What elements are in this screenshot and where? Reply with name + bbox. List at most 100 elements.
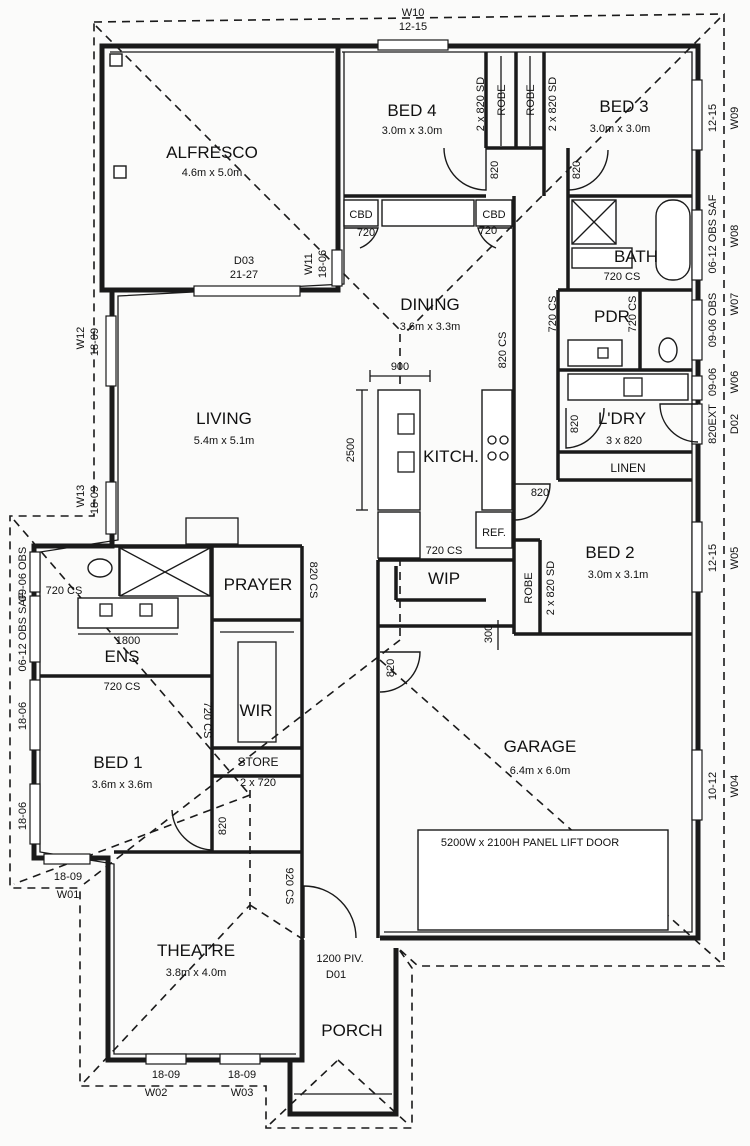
- label-w05: W05: [729, 547, 741, 570]
- room-dining-name: DINING: [400, 295, 460, 314]
- label-w12-size: 18-09: [89, 328, 101, 356]
- dim-300: 300: [483, 625, 495, 643]
- window-ens-2: [29, 595, 41, 663]
- label-w01: W01: [57, 889, 80, 901]
- label-w09: W09: [729, 107, 741, 130]
- window-w01: [43, 853, 91, 865]
- room-living-name: LIVING: [196, 409, 252, 428]
- door-pdr-2: 720 CS: [627, 296, 639, 333]
- robe-door-bed2: 2 x 820 SD: [545, 561, 557, 615]
- door-wip: 720 CS: [426, 545, 463, 557]
- label-w03-size: 18-09: [228, 1069, 256, 1081]
- label-w01-size: 18-09: [54, 871, 82, 883]
- label-w11: W11: [303, 253, 315, 275]
- door-wir: 720 CS: [201, 702, 213, 739]
- robe-label-bed3: ROBE: [525, 84, 537, 115]
- dim-2500: 2500: [345, 438, 357, 462]
- room-wir-name: WIR: [239, 701, 272, 720]
- room-kitchen-name: KITCH.: [423, 447, 479, 466]
- label-ens-window-2: 06-12 OBS SAF: [17, 592, 29, 671]
- door-theatre: 920 CS: [283, 868, 295, 905]
- label-w04: W04: [729, 775, 741, 798]
- window-ens-1: [29, 551, 41, 593]
- room-wip-name: WIP: [428, 569, 460, 588]
- robe-label-bed4: ROBE: [496, 84, 508, 115]
- room-bed4-name: BED 4: [387, 101, 436, 120]
- fixtures: [77, 53, 691, 1117]
- label-w13-size: 18-09: [89, 486, 101, 514]
- label-w08: W08: [729, 225, 741, 248]
- room-living-size: 5.4m x 5.1m: [194, 435, 255, 447]
- label-d03: D03: [234, 255, 254, 267]
- label-w03: W03: [231, 1087, 254, 1099]
- door-prayer: 820 CS: [307, 562, 319, 599]
- label-d01-size: 1200 PIV.: [316, 953, 363, 965]
- window-w07: [691, 299, 703, 361]
- cbd-door-bed4: 720: [357, 227, 375, 239]
- window-w12: [105, 315, 117, 387]
- door-swings: [171, 147, 699, 939]
- label-w06: W06: [729, 371, 741, 394]
- window-w02: [145, 1053, 187, 1065]
- label-w06-size: 09-06: [707, 368, 719, 396]
- window-w06: [691, 375, 703, 401]
- room-dining-size: 3.6m x 3.3m: [400, 321, 461, 333]
- door-pdr: 720 CS: [547, 296, 559, 333]
- door-bed3: 820: [571, 161, 583, 179]
- door-ens-shower: 720 CS: [46, 585, 83, 597]
- fixture-labels: CBD CBD REF. 5200W x 2100H PANEL LIFT DO…: [349, 84, 619, 849]
- dimension-lines: [78, 370, 499, 650]
- window-w10: [377, 39, 449, 51]
- robe-door-bed4: 2 x 820 SD: [475, 77, 487, 131]
- room-laundry-name: L'DRY: [598, 409, 646, 428]
- door-laundry: 820: [569, 415, 581, 433]
- label-d02-size: 820EXT: [707, 404, 719, 444]
- cbd-door-bed3: 720: [479, 225, 497, 237]
- kitchen-island: [377, 389, 421, 511]
- window-w13: [105, 481, 117, 535]
- room-porch-name: PORCH: [321, 1021, 382, 1040]
- ens-vanity: [77, 597, 179, 629]
- room-bath-name: BATH: [614, 247, 658, 266]
- label-d01: D01: [326, 969, 346, 981]
- kitchen-bench: [481, 389, 513, 511]
- room-bed4-size: 3.0m x 3.0m: [382, 125, 443, 137]
- room-bed3-name: BED 3: [599, 97, 648, 116]
- door-garage: 820: [385, 659, 397, 677]
- door-bed2: 820: [531, 487, 549, 499]
- pdr-toilet: [658, 337, 678, 363]
- label-d03-size: 21-27: [230, 269, 258, 281]
- fridge-space: [475, 511, 513, 549]
- room-bed2-size: 3.0m x 3.1m: [588, 569, 649, 581]
- door-ens: 720 CS: [104, 681, 141, 693]
- annotations: 2 x 820 SD 2 x 820 SD 2 x 820 SD 820 820…: [46, 77, 641, 905]
- door-bed1: 820: [217, 817, 229, 835]
- door-store: 2 x 720: [240, 777, 276, 789]
- label-d02: D02: [729, 414, 741, 434]
- window-w05: [691, 521, 703, 593]
- room-pdr-name: PDR: [594, 307, 630, 326]
- cbd-label-bed3: CBD: [482, 209, 505, 221]
- door-d03: [193, 285, 301, 297]
- label-w12: W12: [75, 327, 87, 350]
- room-garage-size: 6.4m x 6.0m: [510, 765, 571, 777]
- ens-toilet: [87, 558, 113, 578]
- label-w02-size: 18-09: [152, 1069, 180, 1081]
- window-w09: [691, 79, 703, 151]
- label-ens-window-1: 09-06 OBS: [17, 547, 29, 601]
- door-bed4: 820: [489, 161, 501, 179]
- label-bed1-window-1: 18-06: [17, 702, 29, 730]
- door-d02: [691, 403, 703, 445]
- internal-walls: [40, 52, 692, 940]
- window-w03: [219, 1053, 261, 1065]
- room-bed3-size: 3.0m x 3.0m: [590, 123, 651, 135]
- label-bed1-window-2: 18-06: [17, 802, 29, 830]
- room-alfresco-size: 4.6m x 5.0m: [182, 167, 243, 179]
- label-w02: W02: [145, 1087, 168, 1099]
- label-w10: W10: [402, 7, 425, 19]
- garage-door: [417, 829, 669, 931]
- bathtub: [655, 199, 691, 281]
- room-store-name: STORE: [237, 755, 278, 769]
- ref-label: REF.: [482, 527, 506, 539]
